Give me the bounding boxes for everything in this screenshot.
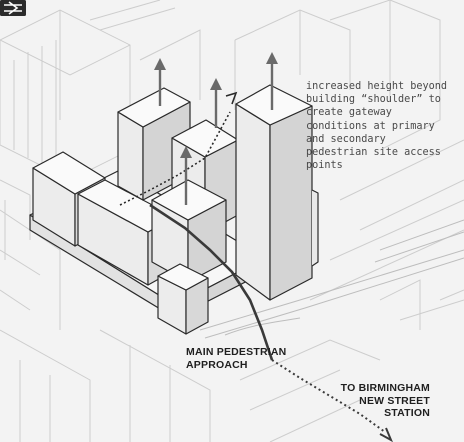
up-arrow-icon xyxy=(180,146,192,205)
up-arrow-icon xyxy=(154,58,166,106)
up-arrow-icon xyxy=(210,78,222,128)
up-arrow-icon xyxy=(266,52,278,110)
building-east-tower xyxy=(235,84,319,301)
building-south-low xyxy=(157,263,209,335)
main-route-arrowhead xyxy=(379,427,393,442)
context-infrastructure xyxy=(199,219,464,339)
building-central-tower xyxy=(151,179,227,283)
main-approach-label: MAIN PEDESTRIAN APPROACH xyxy=(186,346,287,371)
height-annotation: increased height beyond building “should… xyxy=(306,81,448,172)
secondary-route-arrowhead xyxy=(225,91,238,105)
main-route-solid xyxy=(149,203,274,361)
national-rail-icon xyxy=(0,0,26,16)
station-label: TO BIRMINGHAM NEW STREET STATION xyxy=(340,382,430,419)
